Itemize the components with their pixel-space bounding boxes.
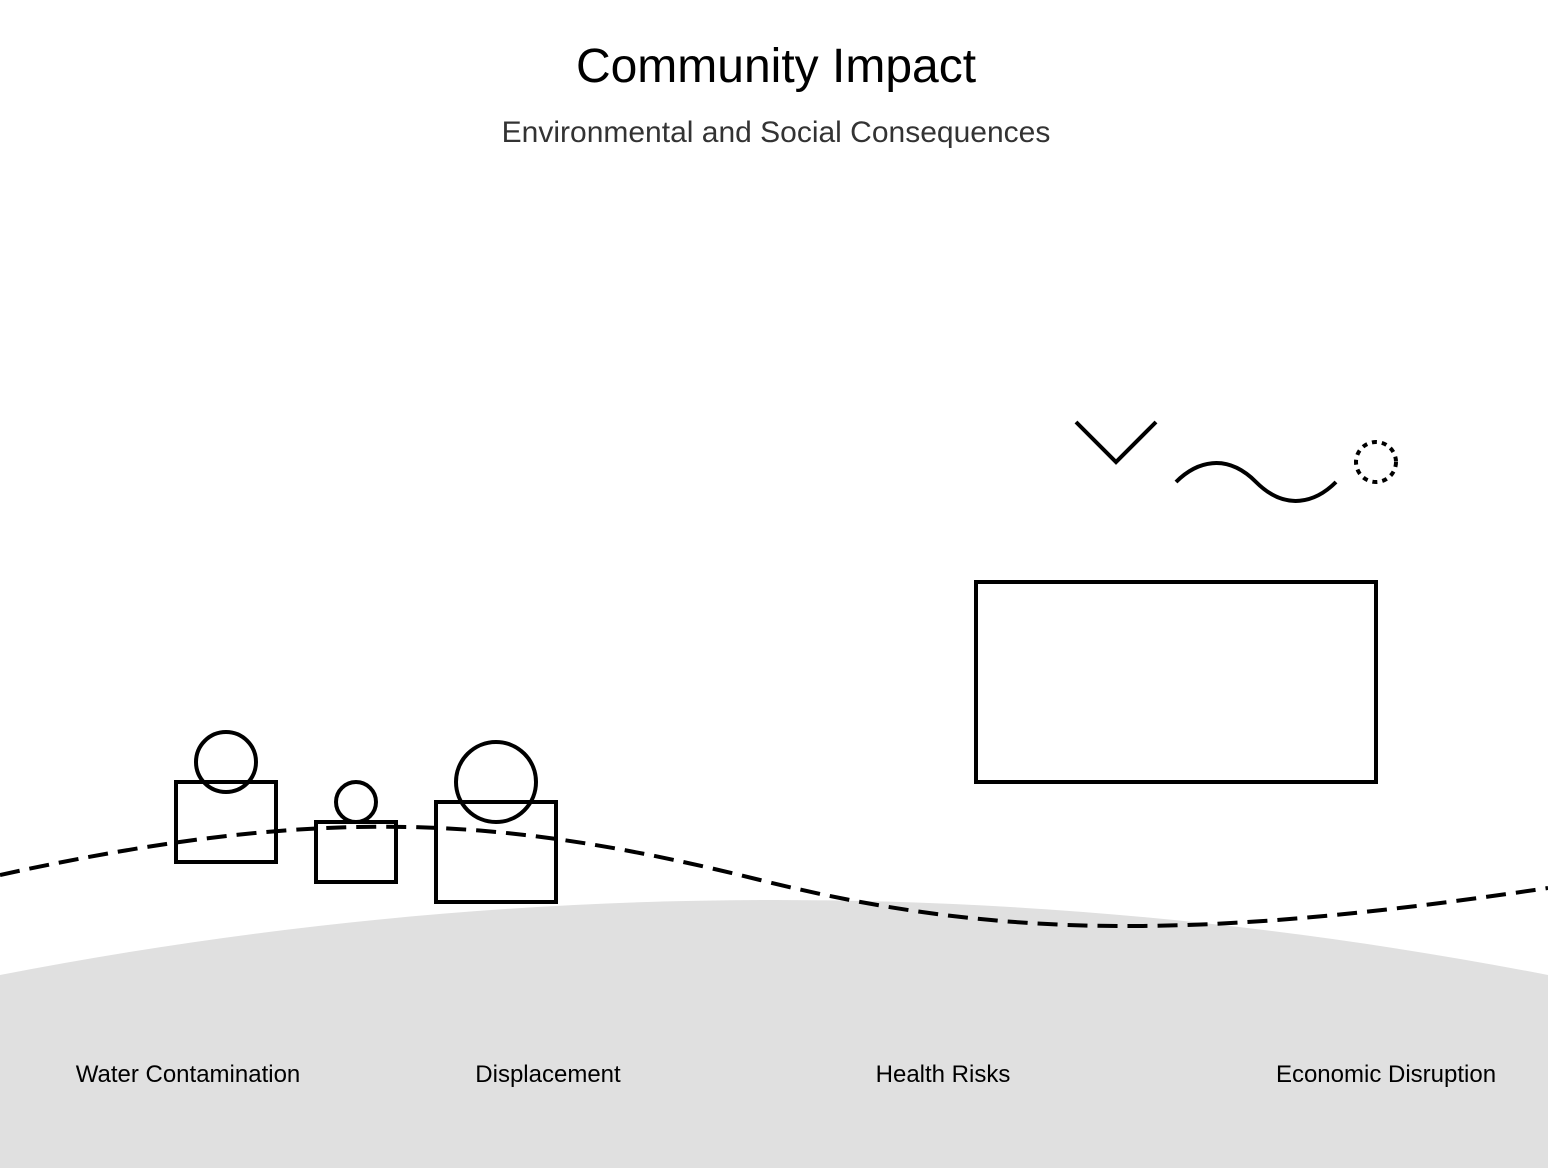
house-1-head: [194, 730, 258, 794]
house-2-head: [334, 780, 378, 824]
page-subtitle: Environmental and Social Consequences: [502, 116, 1051, 149]
page-title: Community Impact: [576, 40, 976, 93]
chevron-down-icon: [1074, 420, 1158, 465]
house-3-body: [434, 800, 558, 904]
label-economic-disruption: Economic Disruption: [1276, 1061, 1496, 1088]
house-1-body: [174, 780, 278, 864]
label-water-contamination: Water Contamination: [76, 1061, 301, 1088]
ground-hill: [0, 900, 1548, 1168]
emissions-group: [1074, 420, 1398, 503]
label-displacement: Displacement: [475, 1061, 621, 1088]
houses-group: [174, 730, 558, 904]
label-health-risks: Health Risks: [876, 1061, 1011, 1088]
house-2-body: [314, 820, 398, 884]
factory-building: [974, 580, 1378, 784]
house-3-head: [454, 740, 538, 824]
wave-icon: [1174, 461, 1338, 503]
dotted-circle-icon: [1354, 440, 1398, 484]
dashed-flow-line: [0, 824, 1548, 929]
